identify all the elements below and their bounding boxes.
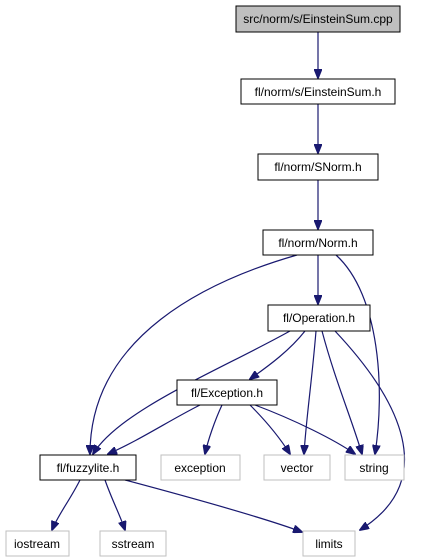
edge-operation-h-to-vector [304, 330, 317, 454]
node-label: fl/fuzzylite.h [57, 461, 120, 475]
edge-operation-h-to-exception-h [250, 330, 306, 379]
edge-operation-h-to-fuzzylite-h [93, 330, 291, 454]
edge-operation-h-to-string [321, 330, 362, 454]
node-operation-h[interactable]: fl/Operation.h [267, 304, 371, 332]
node-exception[interactable]: exception [160, 454, 241, 481]
node-sstream[interactable]: sstream [99, 530, 167, 557]
node-einsteinsum-cpp[interactable]: src/norm/s/EinsteinSum.cpp [235, 5, 401, 33]
node-limits[interactable]: limits [302, 530, 356, 557]
edge-operation-h-to-limits [334, 330, 406, 530]
edge-exception-h-to-string [254, 404, 355, 454]
edge-norm-h-to-string [335, 254, 379, 454]
edge-fuzzylite-h-to-iostream [52, 479, 81, 530]
node-norm-h[interactable]: fl/norm/Norm.h [262, 229, 374, 256]
edge-exception-h-to-fuzzylite-h [108, 404, 201, 454]
node-label: string [359, 461, 388, 475]
node-string[interactable]: string [344, 454, 405, 481]
node-iostream[interactable]: iostream [5, 530, 70, 557]
edge-norm-h-to-fuzzylite-h [90, 254, 298, 454]
node-label: fl/norm/s/EinsteinSum.h [255, 85, 382, 99]
node-label: fl/Exception.h [191, 386, 263, 400]
node-einsteinsum-h[interactable]: fl/norm/s/EinsteinSum.h [240, 78, 396, 105]
node-label: fl/norm/Norm.h [278, 236, 357, 250]
node-vector[interactable]: vector [263, 454, 331, 481]
node-label: iostream [14, 537, 60, 551]
node-exception-h[interactable]: fl/Exception.h [176, 379, 278, 406]
node-fuzzylite-h[interactable]: fl/fuzzylite.h [39, 454, 137, 481]
node-label: fl/norm/SNorm.h [274, 160, 361, 174]
node-label: vector [281, 461, 314, 475]
edge-fuzzylite-h-to-sstream [104, 479, 125, 530]
node-label: exception [174, 461, 225, 475]
edge-exception-h-to-exception [205, 404, 223, 454]
edge-exception-h-to-vector [249, 404, 290, 454]
node-label: limits [315, 537, 342, 551]
node-label: src/norm/s/EinsteinSum.cpp [243, 12, 393, 26]
node-label: sstream [112, 537, 155, 551]
edges [52, 32, 406, 532]
edge-fuzzylite-h-to-limits [124, 479, 302, 532]
node-snorm-h[interactable]: fl/norm/SNorm.h [257, 153, 379, 181]
node-label: fl/Operation.h [283, 311, 355, 325]
